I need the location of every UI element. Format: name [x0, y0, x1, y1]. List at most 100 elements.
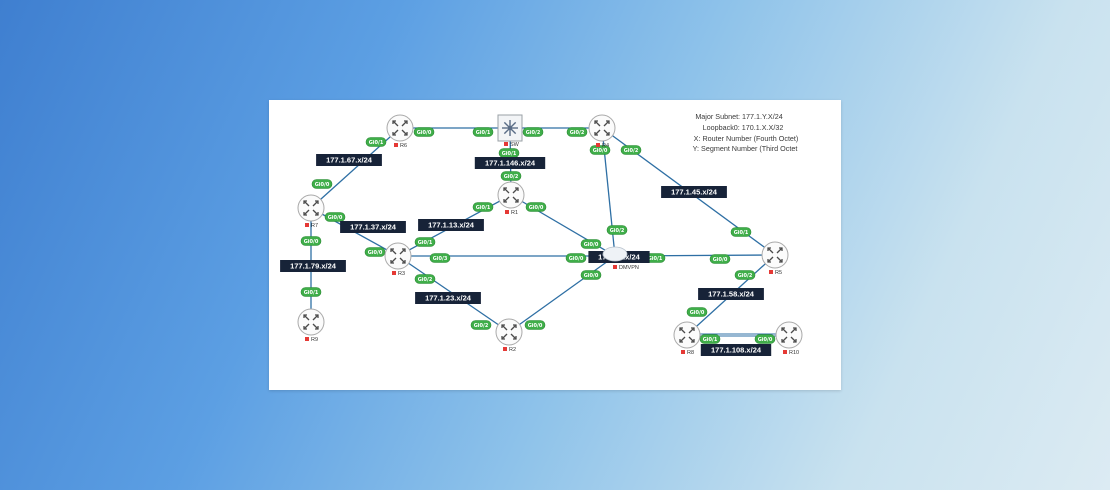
router-arrow-icon	[390, 257, 397, 264]
dmvpn-cloud-icon	[602, 246, 628, 262]
interface-text: Gi0/1	[304, 290, 319, 296]
router-arrow-icon	[767, 256, 774, 263]
interface-label-p7: Gi0/2	[620, 145, 642, 155]
subnet-label-s45: 177.1.45.x/24	[661, 186, 727, 198]
router-arrow-icon	[688, 327, 695, 334]
interface-label-p24: Gi0/2	[414, 274, 436, 284]
interface-text: Gi0/0	[584, 242, 599, 248]
router-arrowhead-icon	[594, 120, 598, 124]
router-arrowhead-icon	[404, 120, 408, 124]
interface-text: Gi0/2	[738, 273, 753, 279]
node-label: R1	[511, 210, 518, 216]
node-r6[interactable]: R6	[386, 114, 414, 149]
subnet-text: 177.1.37.x/24	[350, 223, 397, 232]
interface-pill	[311, 179, 333, 189]
router-arrow-icon	[603, 120, 610, 127]
router-arrow-icon	[603, 129, 610, 136]
interface-text: Gi0/0	[593, 148, 608, 154]
interface-label-p2: Gi0/1	[472, 127, 494, 137]
interface-pill	[566, 127, 588, 137]
interface-pill	[522, 127, 544, 137]
subnet-tag-bg	[474, 157, 546, 169]
interface-text: Gi0/0	[315, 182, 330, 188]
subnet-label-s146: 177.1.146.x/24	[474, 157, 546, 169]
router-arrow-icon	[512, 196, 519, 203]
interface-pill	[300, 287, 322, 297]
interface-pill	[734, 270, 756, 280]
interface-label-p26: Gi0/0	[580, 270, 602, 280]
node-r2[interactable]: R2	[495, 318, 523, 353]
interface-label-p4: Gi0/2	[566, 127, 588, 137]
interface-label-p23: Gi0/0	[709, 254, 731, 264]
interface-label-p18: Gi0/1	[730, 227, 752, 237]
node-r9[interactable]: R9	[297, 308, 325, 343]
subnet-tag-bg	[661, 186, 727, 198]
interface-label-p21: Gi0/0	[565, 253, 587, 263]
interface-label-p32: Gi0/0	[754, 334, 776, 344]
router-arrowhead-icon	[402, 260, 406, 264]
interface-text: Gi0/2	[418, 277, 433, 283]
node-dmvpn[interactable]: DMVPN	[602, 246, 639, 271]
router-arrowhead-icon	[303, 200, 307, 204]
interface-label-p8: Gi0/1	[498, 148, 520, 158]
interface-label-p20: Gi0/3	[429, 253, 451, 263]
interface-pill	[754, 334, 776, 344]
node-r10[interactable]: R10	[775, 321, 803, 356]
router-arrow-icon	[312, 209, 319, 216]
router-arrowhead-icon	[501, 324, 505, 328]
subnet-label-s37: 177.1.37.x/24	[340, 221, 406, 233]
interface-pill	[580, 239, 602, 249]
router-arrow-icon	[312, 200, 319, 207]
interface-pill	[525, 202, 547, 212]
interface-label-p30: Gi0/0	[524, 320, 546, 330]
router-arrow-icon	[790, 336, 797, 343]
interface-label-p3: Gi0/2	[522, 127, 544, 137]
router-arrow-icon	[501, 333, 508, 340]
router-arrow-icon	[679, 327, 686, 334]
subnet-text: 177.1.45.x/24	[671, 188, 718, 197]
router-arrow-icon	[303, 209, 310, 216]
subnet-text: 177.1.13.x/24	[428, 221, 475, 230]
link-r6-r7	[310, 127, 401, 209]
legend-x-meaning: X: Router Number (Fourth Octet)	[694, 134, 799, 143]
node-r3[interactable]: R3	[384, 242, 412, 277]
interface-text: Gi0/0	[713, 257, 728, 263]
legend-major-subnet: Major Subnet: 177.1.Y.X/24	[695, 112, 782, 121]
switch-spoke-icon	[503, 127, 511, 135]
node-r1[interactable]: R1	[497, 181, 525, 216]
router-arrowhead-icon	[392, 132, 396, 136]
interface-text: Gi0/2	[474, 323, 489, 329]
router-arrow-icon	[790, 327, 797, 334]
node-label: R6	[400, 143, 407, 149]
node-r7[interactable]: R7	[297, 194, 325, 229]
interface-text: Gi0/3	[433, 256, 448, 262]
router-arrow-icon	[767, 247, 774, 254]
interface-text: Gi0/2	[610, 228, 625, 234]
interface-text: Gi0/2	[570, 130, 585, 136]
interface-text: Gi0/1	[476, 130, 491, 136]
subnet-label-s13: 177.1.13.x/24	[418, 219, 484, 231]
router-arrow-icon	[776, 256, 783, 263]
subnet-tag-bg	[698, 288, 764, 300]
router-arrowhead-icon	[303, 314, 307, 318]
router-arrowhead-icon	[515, 187, 519, 191]
router-arrowhead-icon	[515, 199, 519, 203]
node-r8[interactable]: R8	[673, 321, 701, 356]
router-arrow-icon	[401, 129, 408, 136]
subnet-text: 177.1.108.x/24	[711, 346, 762, 355]
interface-text: Gi0/1	[648, 256, 663, 262]
router-arrowhead-icon	[303, 212, 307, 216]
interface-text: Gi0/1	[369, 140, 384, 146]
node-r5[interactable]: R5	[761, 241, 789, 276]
router-arrowhead-icon	[594, 132, 598, 136]
router-arrow-icon	[503, 187, 510, 194]
interface-pill	[414, 274, 436, 284]
node-sw[interactable]: SW	[497, 114, 523, 148]
interface-pill	[470, 320, 492, 330]
router-arrowhead-icon	[691, 327, 695, 331]
node-r4[interactable]: R4	[588, 114, 616, 149]
subnet-label-s58: 177.1.58.x/24	[698, 288, 764, 300]
router-icon	[495, 318, 523, 346]
router-icon	[761, 241, 789, 269]
router-arrowhead-icon	[315, 212, 319, 216]
